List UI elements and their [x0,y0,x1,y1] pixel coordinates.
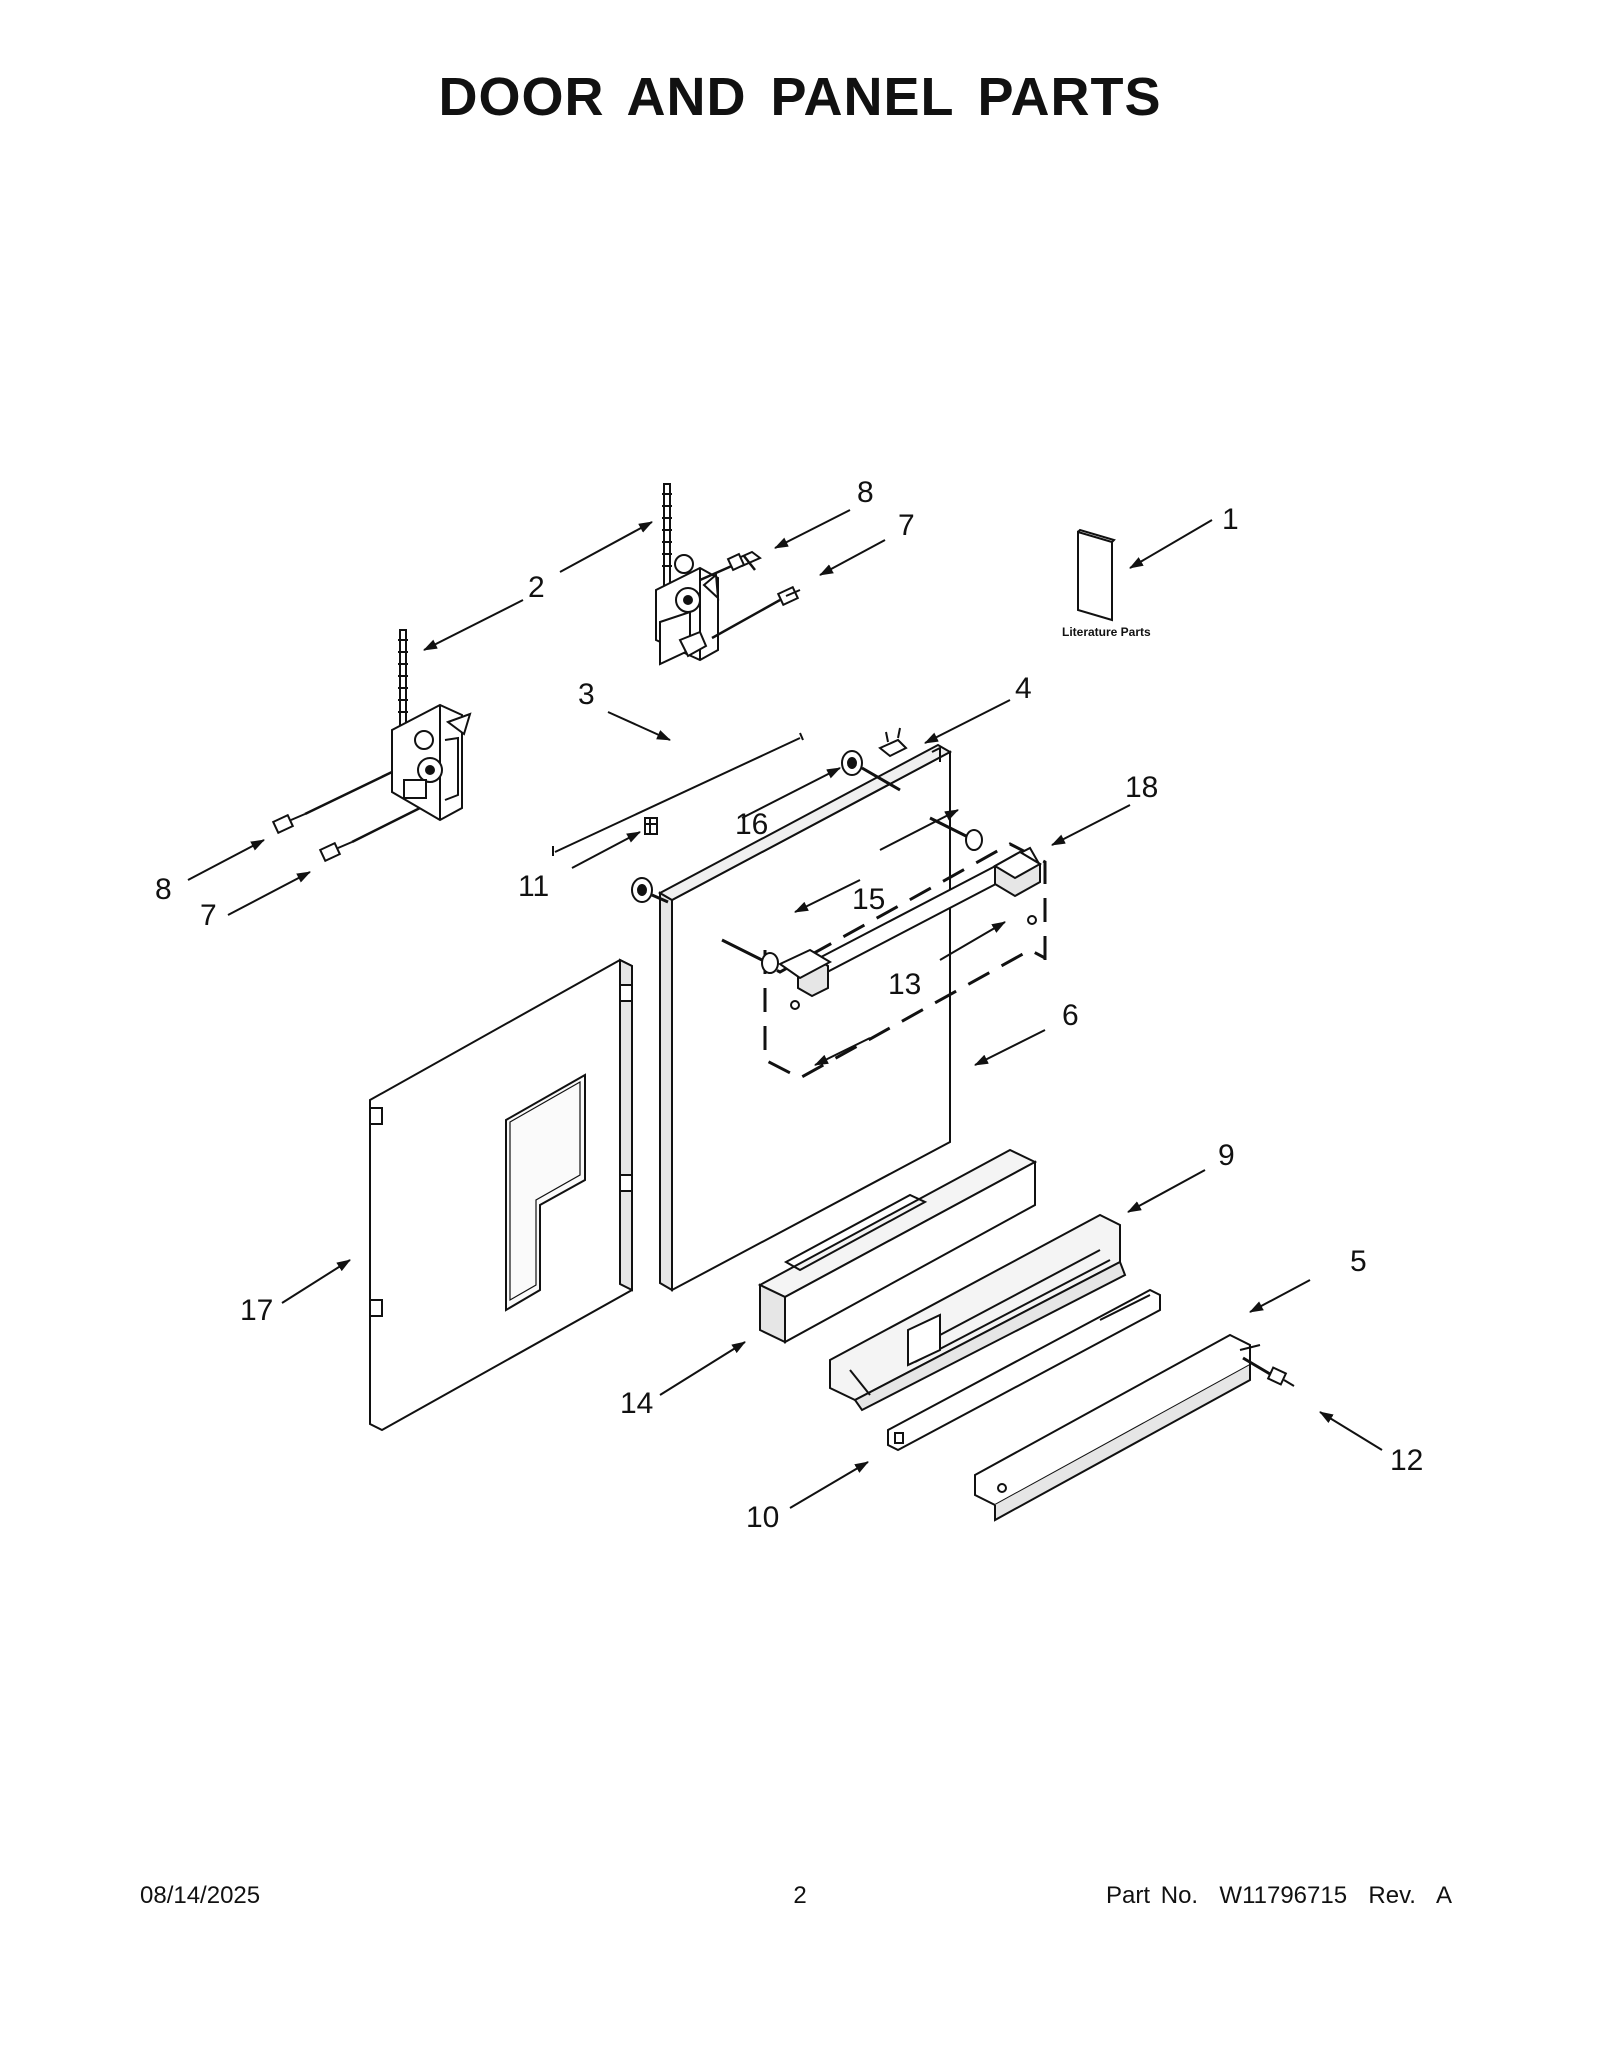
callout-7-upper: 7 [898,509,915,542]
callout-14: 14 [620,1387,653,1420]
callout-3: 3 [578,678,595,711]
part-9-kick-plate [829,1213,1127,1412]
part-2-hinge-right [655,483,720,666]
callout-4: 4 [1015,672,1032,705]
part-3-rod [552,732,804,856]
callout-12: 12 [1390,1444,1423,1477]
footer-page-number: 2 [793,1882,807,1909]
part-6-door-panel [657,743,953,1292]
callout-16: 16 [735,808,768,841]
callout-18: 18 [1125,771,1158,804]
callout-8-upper: 8 [857,476,874,509]
callout-8-lower: 8 [155,873,172,906]
leader-arrows [187,509,1383,1509]
part-7-screw-upper [711,585,801,640]
part-8-screw-upper [699,550,762,582]
part-8-screw-lower [271,770,393,835]
part-5-lower-bracket [974,1333,1261,1522]
callout-10: 10 [746,1501,779,1534]
page-title: DOOR AND PANEL PARTS [438,67,1162,127]
part-12-screw [1242,1356,1295,1387]
part-14-toe-block [757,1148,1038,1344]
part-16-screws [631,750,901,904]
callout-2: 2 [528,571,545,604]
callout-7-lower: 7 [200,899,217,932]
literature-parts-label: Literature Parts [1062,625,1151,639]
callout-1: 1 [1222,503,1239,536]
part-10-trim-strip [887,1288,1161,1452]
callout-15: 15 [852,883,885,916]
callout-6: 6 [1062,999,1079,1032]
callout-13: 13 [888,968,921,1001]
part-7-screw-lower [318,806,421,863]
callout-17: 17 [240,1294,273,1327]
callout-11: 11 [518,870,549,903]
part-1-literature [1077,528,1116,622]
callout-5: 5 [1350,1245,1367,1278]
part-15-screws [721,816,983,974]
footer-date: 08/14/2025 [140,1882,261,1909]
part-13-handle [778,846,1042,1010]
part-2-hinge-left [391,629,472,822]
part-11-bracket [644,817,658,835]
part-18-handle-kit [763,842,1047,1080]
callout-9: 9 [1218,1139,1235,1172]
part-4-clip [878,727,908,758]
footer-part-number: Part No. W11796715 Rev. A [1106,1882,1452,1909]
part-17-back-panel [369,958,633,1432]
